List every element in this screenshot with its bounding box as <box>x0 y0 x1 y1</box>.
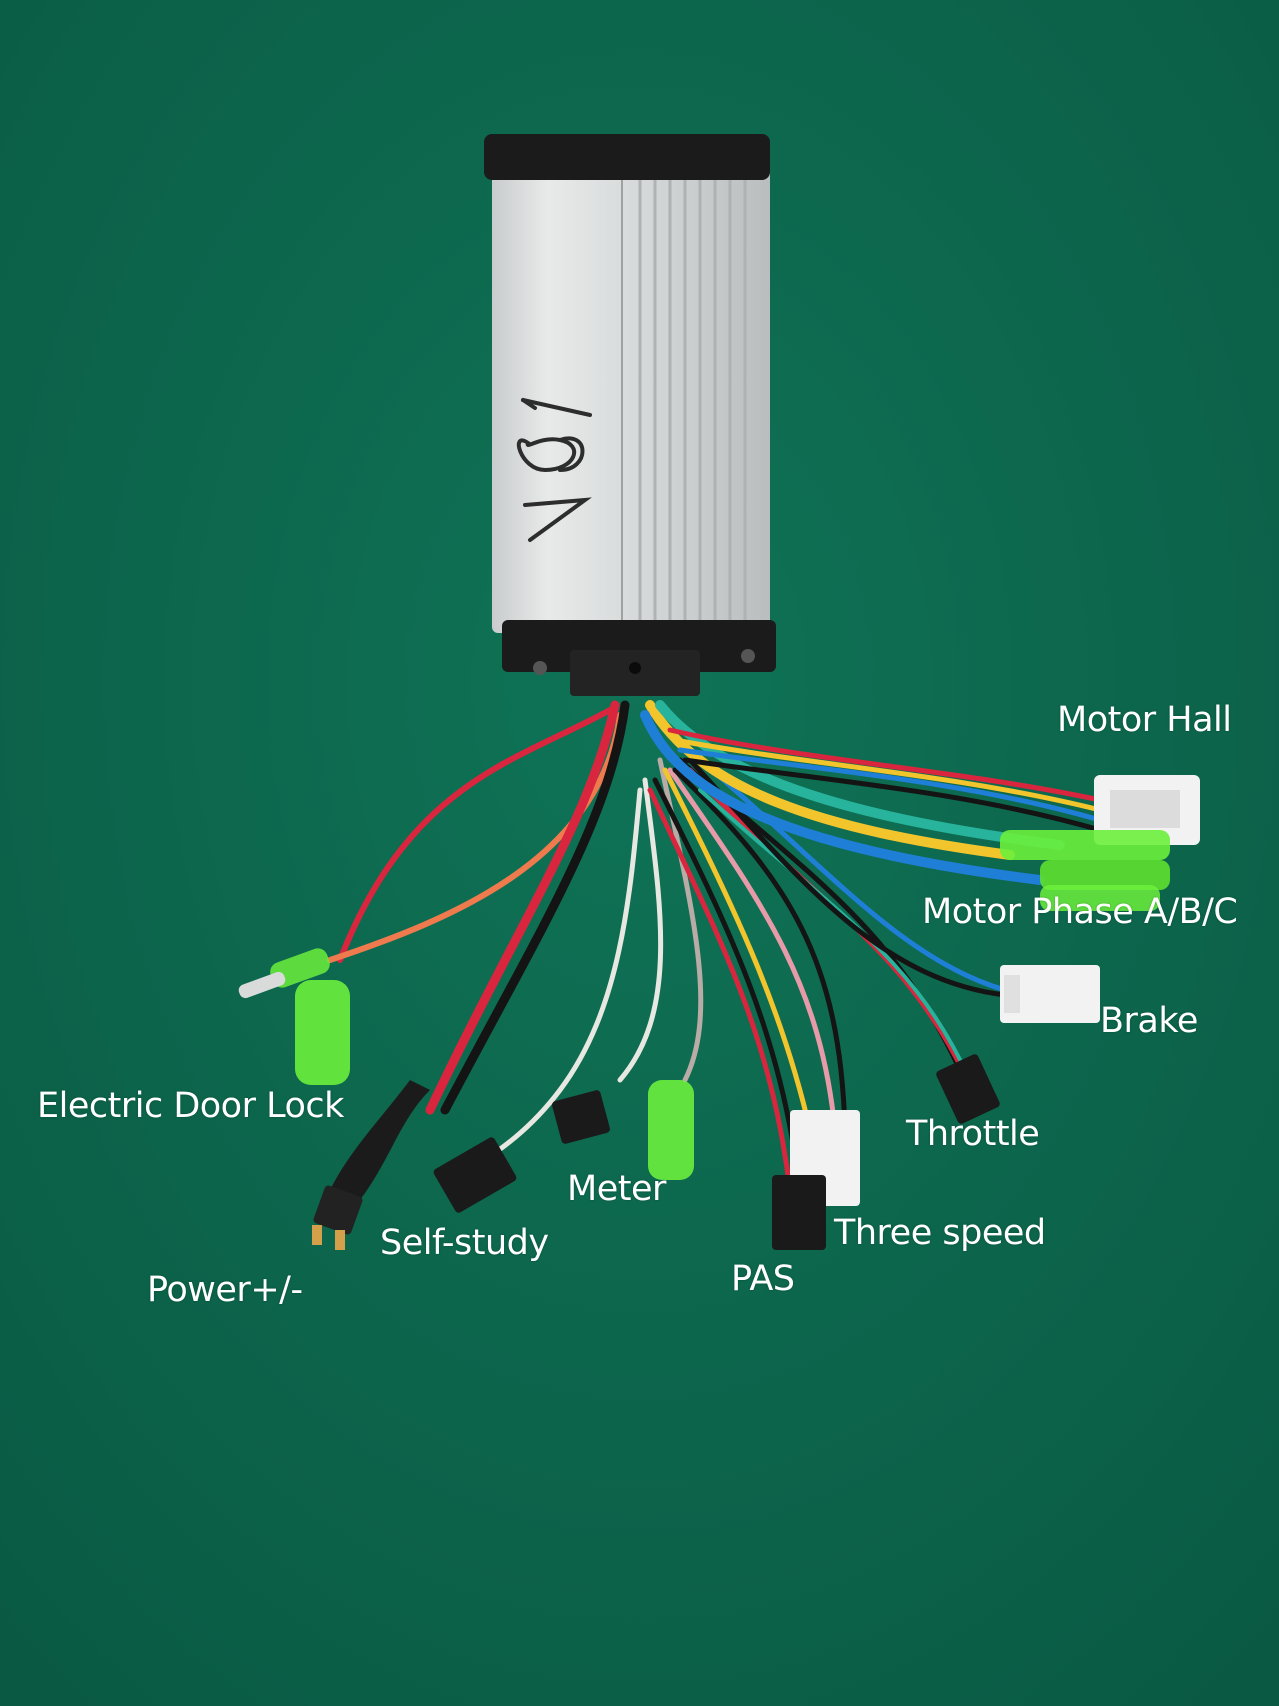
label-motor-hall: Motor Hall <box>1057 700 1232 740</box>
brake-connector <box>1000 965 1100 1023</box>
throttle-connector <box>936 1054 1000 1124</box>
motor-phase-connectors <box>1000 830 1170 911</box>
self-study-connectors <box>433 1090 610 1213</box>
label-power: Power+/- <box>147 1270 303 1310</box>
motor-hall-connector <box>1094 775 1200 845</box>
label-three-speed: Three speed <box>834 1213 1046 1253</box>
door-lock-connector <box>238 948 350 1085</box>
pas-connector <box>772 1175 826 1250</box>
label-throttle: Throttle <box>906 1114 1040 1154</box>
label-meter: Meter <box>567 1169 666 1209</box>
heat-sink-fins <box>638 170 747 620</box>
label-electric-door-lock: Electric Door Lock <box>37 1086 344 1126</box>
controller-housing <box>484 134 776 696</box>
wire-harness <box>327 700 1103 1193</box>
label-self-study: Self-study <box>380 1223 549 1263</box>
power-connector <box>312 1080 430 1250</box>
meter-connector <box>648 1080 694 1180</box>
handwritten-marking <box>517 398 592 542</box>
top-end-cap <box>484 134 770 180</box>
bottom-end-cap <box>502 620 776 696</box>
label-brake: Brake <box>1100 1001 1198 1041</box>
label-motor-phase: Motor Phase A/B/C <box>922 892 1238 932</box>
label-pas: PAS <box>731 1259 795 1299</box>
